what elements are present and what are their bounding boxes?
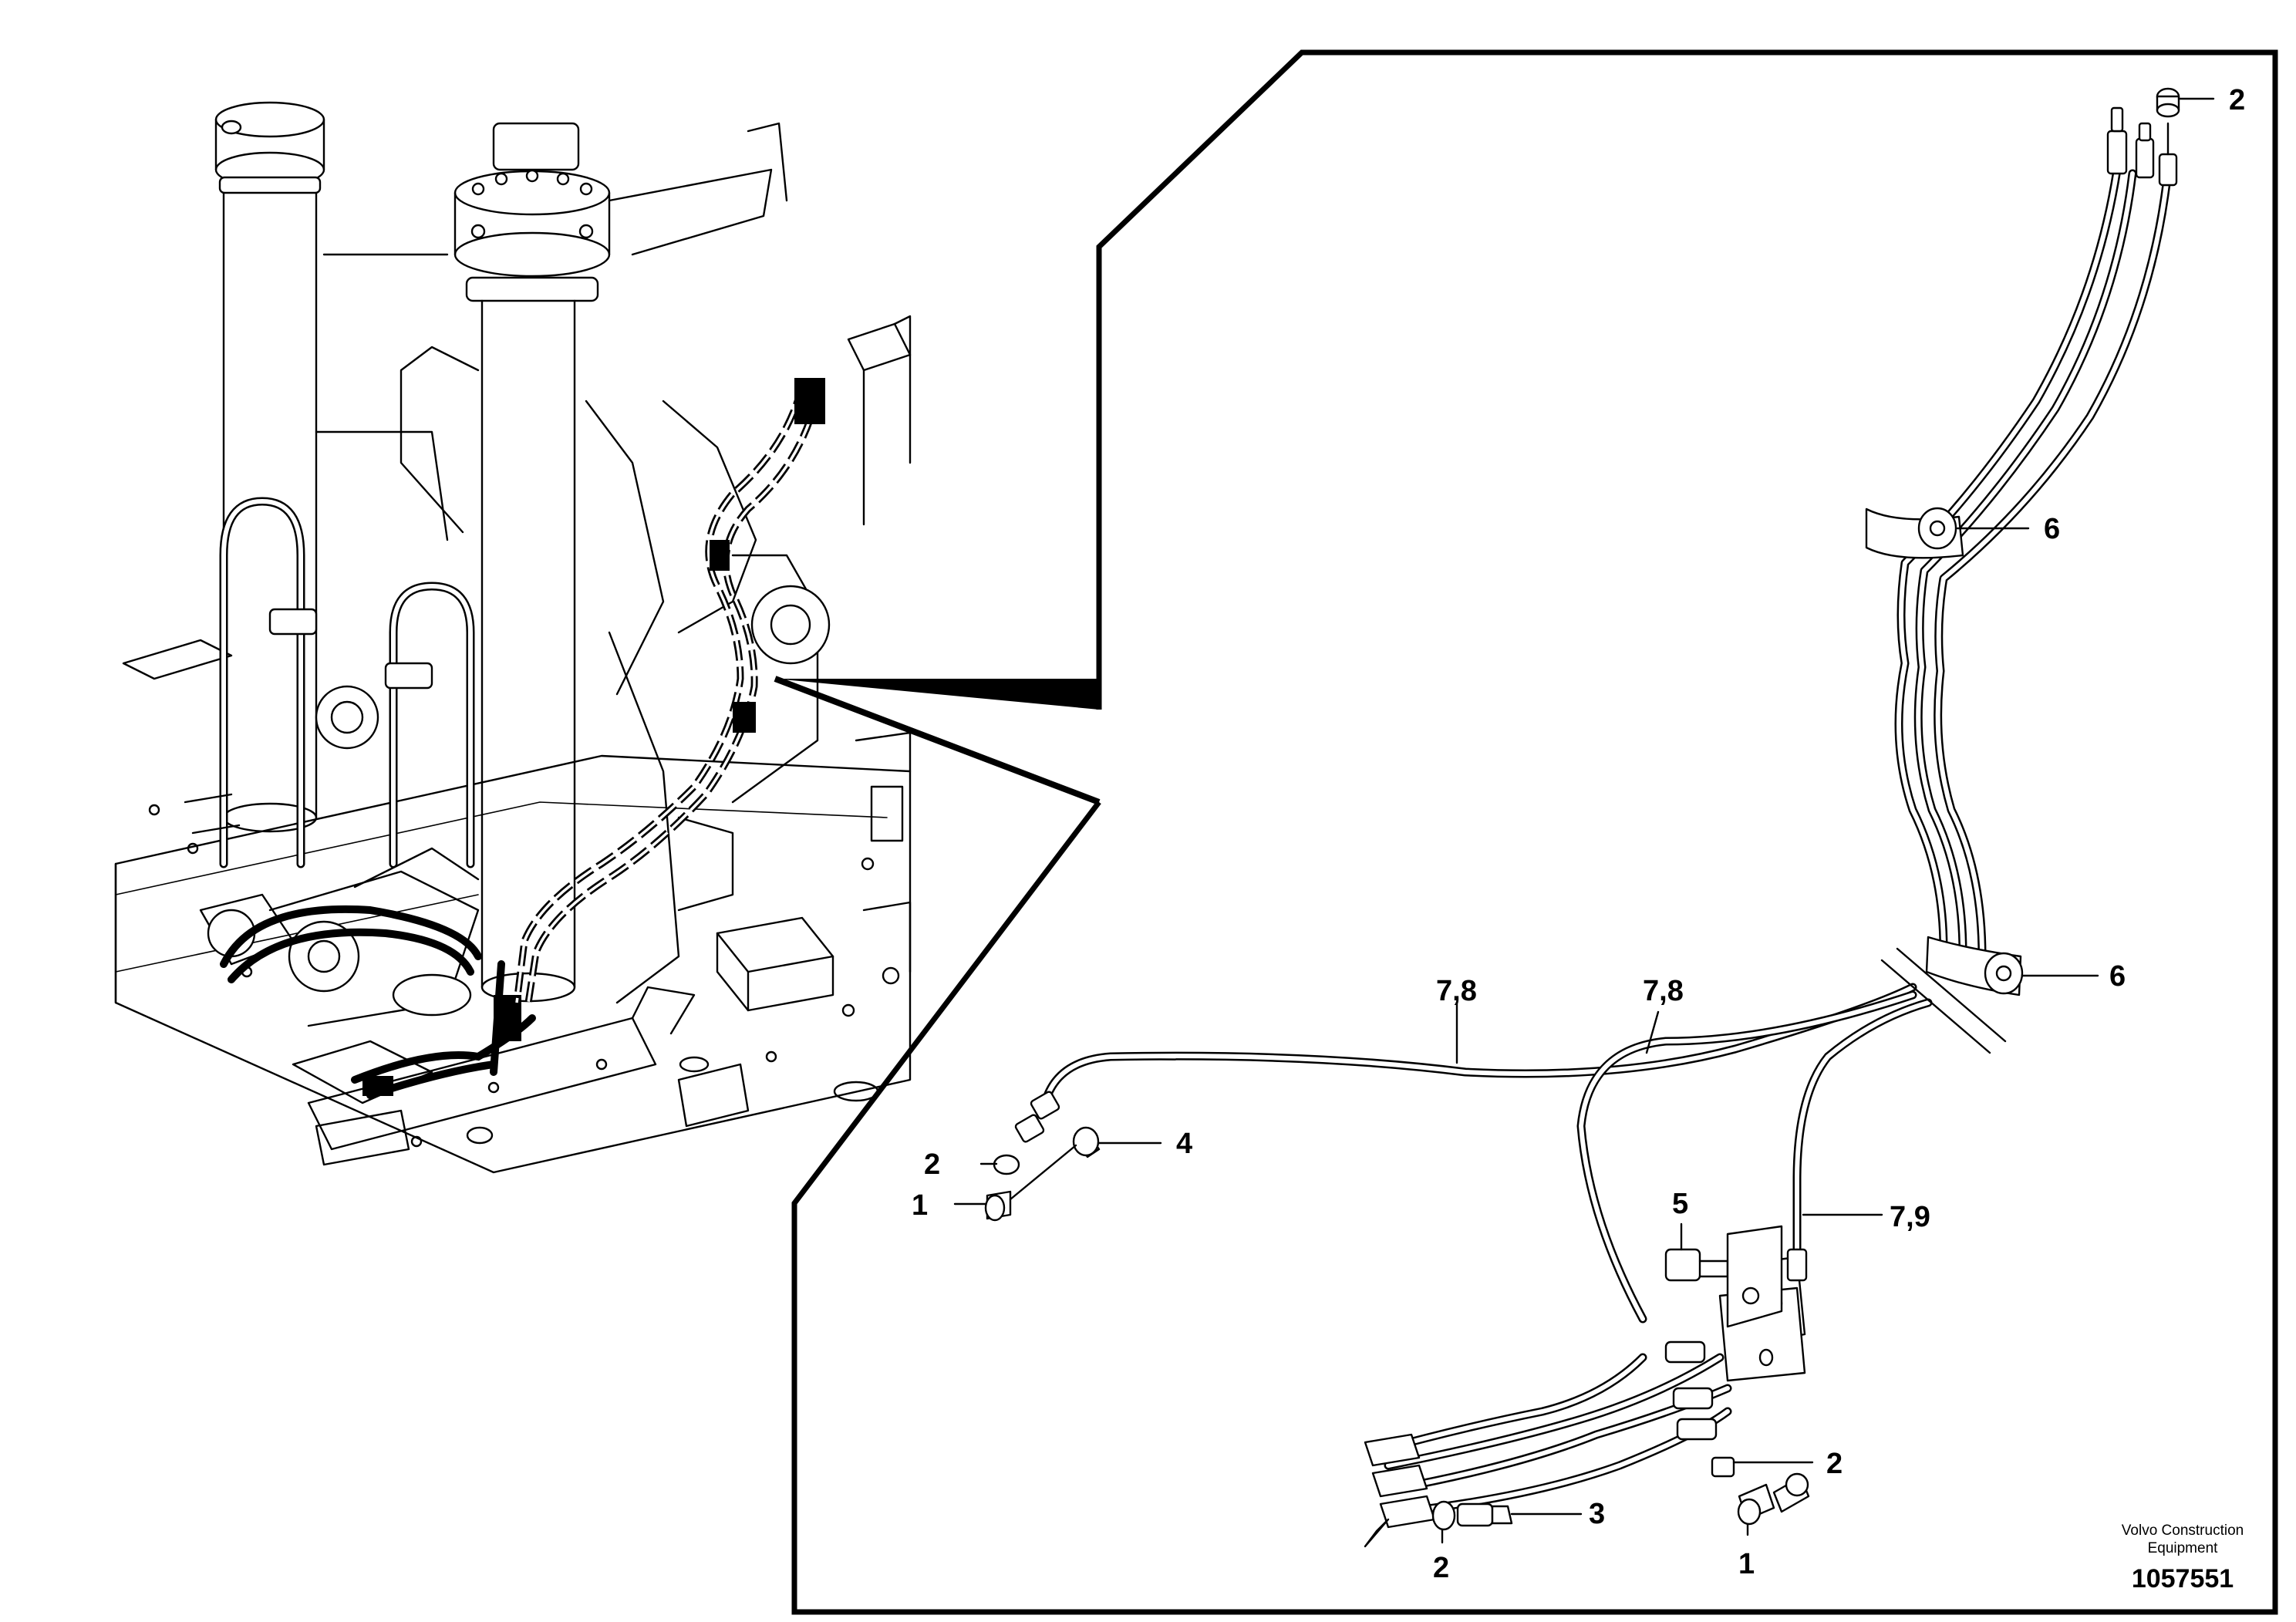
callout-2-bottom: 2 bbox=[1433, 1552, 1449, 1584]
bolt-part-5 bbox=[1664, 1225, 1783, 1328]
callout-2-lower-right: 2 bbox=[1826, 1448, 1843, 1480]
detail-inset-frame bbox=[791, 49, 2278, 1615]
lower-right-fittings bbox=[1711, 1456, 1810, 1526]
dashed-hose-route bbox=[513, 378, 825, 1003]
upper-hose-clamp bbox=[1865, 507, 1964, 559]
right-boom-cylinder bbox=[453, 122, 611, 1003]
lower-left-fittings bbox=[1431, 1500, 1513, 1531]
machine-overview-illustration bbox=[114, 101, 912, 1174]
callout-numbers: 1 2 4 7,8 7,8 7,9 5 6 6 2 2 3 2 1 bbox=[912, 84, 2245, 1584]
callout-7-9: 7,9 bbox=[1890, 1201, 1930, 1233]
callout-7-8-left: 7,8 bbox=[1436, 975, 1477, 1007]
callout-4: 4 bbox=[1176, 1128, 1192, 1160]
long-hose-7-8 bbox=[1040, 983, 1933, 1324]
document-number: 1057551 bbox=[2132, 1564, 2234, 1593]
upper-hose-bundle bbox=[1894, 165, 2172, 961]
lower-hose-run bbox=[1364, 1340, 1732, 1548]
left-boom-cylinder bbox=[214, 101, 325, 833]
top-end-fittings bbox=[2106, 87, 2180, 187]
callout-7-8-mid: 7,8 bbox=[1643, 975, 1684, 1007]
callout-5: 5 bbox=[1672, 1188, 1688, 1220]
callout-1-left: 1 bbox=[912, 1189, 928, 1222]
callout-1-bottom: 1 bbox=[1738, 1548, 1755, 1580]
callout-2-top: 2 bbox=[2229, 84, 2245, 116]
callout-leaders bbox=[953, 97, 2215, 1544]
boom-plates bbox=[315, 122, 831, 1004]
brand-line-2: Equipment bbox=[2148, 1540, 2219, 1556]
zoom-pointer-wedge bbox=[774, 676, 1101, 805]
lower-hose-clamp bbox=[1880, 936, 2024, 1054]
callout-3: 3 bbox=[1589, 1498, 1605, 1530]
detail-hose-drawing bbox=[984, 87, 2180, 1548]
footer-brand-block: Volvo Construction Equipment 1057551 bbox=[2122, 1523, 2244, 1593]
callout-6-top: 6 bbox=[2044, 513, 2060, 545]
callout-2-left: 2 bbox=[924, 1148, 940, 1181]
hydraulic-u-tubes bbox=[219, 497, 475, 868]
left-end-fittings bbox=[984, 1091, 1101, 1222]
callout-6-bottom: 6 bbox=[2109, 960, 2126, 993]
highlighted-hose-bundle bbox=[220, 905, 536, 1099]
upper-frame-platform bbox=[114, 315, 912, 1174]
brand-line-1: Volvo Construction bbox=[2122, 1523, 2244, 1539]
